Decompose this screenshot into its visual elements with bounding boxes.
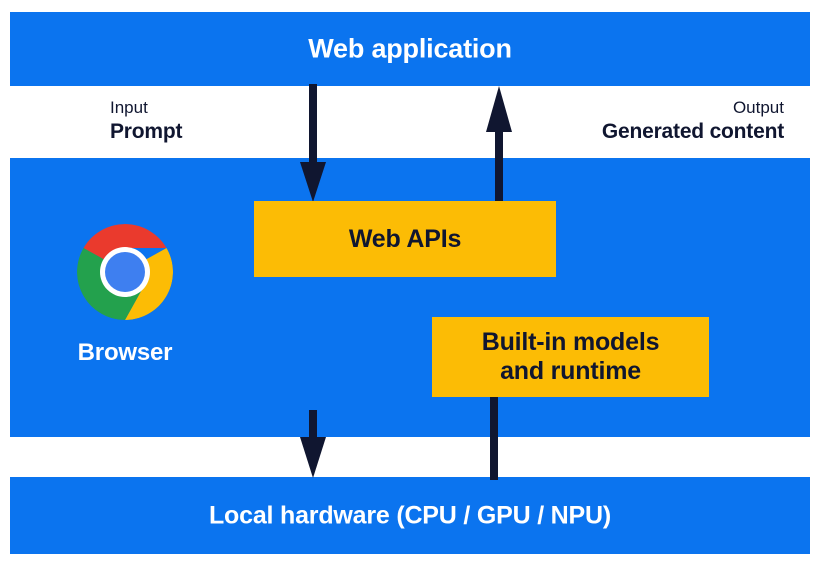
box-built-in-models-label: Built-in models and runtime bbox=[482, 328, 660, 386]
caption-input-value: Prompt bbox=[110, 119, 183, 143]
panel-web-application-label: Web application bbox=[308, 33, 512, 64]
panel-local-hardware: Local hardware (CPU / GPU / NPU) bbox=[10, 477, 810, 554]
browser-group: Browser bbox=[52, 222, 198, 367]
panel-web-application: Web application bbox=[10, 12, 810, 86]
caption-input-kicker: Input bbox=[110, 98, 148, 117]
box-web-apis[interactable]: Web APIs bbox=[254, 201, 556, 277]
panel-local-hardware-label: Local hardware (CPU / GPU / NPU) bbox=[208, 501, 611, 529]
arrow-generated-up bbox=[486, 86, 512, 212]
chrome-logo-icon bbox=[77, 224, 173, 320]
caption-output-value: Generated content bbox=[601, 119, 784, 143]
caption-output-kicker: Output bbox=[732, 98, 784, 117]
arrow-generated-up-stem bbox=[490, 396, 498, 480]
caption-output: Output Generated content bbox=[602, 98, 784, 144]
box-built-in-models-line2: and runtime bbox=[500, 357, 641, 385]
panel-browser-label: Browser bbox=[77, 339, 173, 366]
box-web-apis-label: Web APIs bbox=[348, 224, 462, 253]
arrow-prompt-down-hardware bbox=[300, 410, 326, 482]
arrow-prompt-down bbox=[300, 84, 326, 202]
box-built-in-models-line1: Built-in models bbox=[481, 328, 660, 356]
caption-input: Input Prompt bbox=[110, 98, 183, 144]
box-built-in-models[interactable]: Built-in models and runtime bbox=[432, 317, 709, 397]
